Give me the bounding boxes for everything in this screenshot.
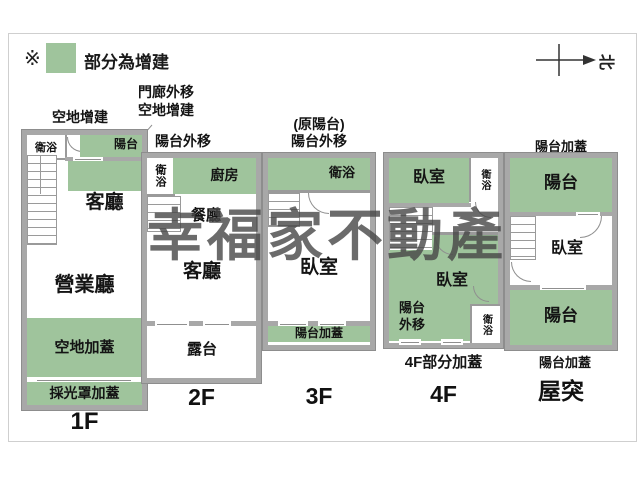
annotation-1f-above: 空地增建 bbox=[52, 109, 108, 125]
wall bbox=[389, 203, 471, 207]
room-4f-bathroom-bottom: 衛浴 bbox=[470, 304, 500, 343]
annotation-4f-below: 4F部分加蓋 bbox=[404, 354, 483, 371]
annotation-3f-above2: 陽台外移 bbox=[291, 133, 347, 149]
room-1f-living-label: 客廳 bbox=[85, 192, 124, 213]
room-3f-balcony-addition-label: 陽台加蓋 bbox=[294, 326, 343, 340]
stairs-3f bbox=[268, 193, 300, 227]
window bbox=[441, 339, 463, 345]
annotation-porch-callout: 門廊外移 空地增建 bbox=[138, 84, 214, 119]
room-rooftop-bedroom-label: 臥室 bbox=[550, 240, 583, 257]
room-2f-living-label: 客廳 bbox=[182, 261, 221, 282]
floor-label-2f: 2F bbox=[188, 384, 215, 410]
window bbox=[540, 285, 586, 290]
door-arc bbox=[511, 262, 531, 282]
room-rooftop-balcony-top-label: 陽台 bbox=[544, 173, 578, 192]
room-4f-balcony-moved-label: 陽台 外移 bbox=[391, 300, 433, 334]
room-3f-front-strip: 衛浴 bbox=[268, 158, 370, 190]
plan-rooftop: 陽台 臥室 陽台 bbox=[504, 152, 618, 351]
room-2f-dining-label: 餐廳 bbox=[190, 207, 221, 224]
legend-marker: ※ bbox=[24, 48, 41, 70]
annotation-rooftop-above: 陽台加蓋 bbox=[534, 139, 587, 154]
room-3f-balcony-addition: 陽台加蓋 bbox=[268, 326, 370, 342]
window bbox=[278, 321, 308, 326]
plan-3f: 衛浴 臥室 陽台加蓋 bbox=[262, 152, 376, 351]
floor-label-rooftop: 屋突 bbox=[538, 378, 584, 404]
annotation-rooftop-below: 陽台加蓋 bbox=[538, 355, 591, 370]
stairs-rooftop bbox=[510, 216, 536, 260]
annotation-porch-line1: 門廊外移 bbox=[138, 84, 194, 100]
stairs-2f bbox=[147, 196, 181, 232]
room-1f-balcony: 陽台 bbox=[80, 135, 142, 157]
wall bbox=[268, 190, 370, 193]
compass-north-label: 北 bbox=[597, 54, 615, 70]
room-2f-kitchen-label: 廚房 bbox=[210, 167, 239, 183]
annotation-3f-above1: (原陽台) bbox=[293, 116, 345, 132]
room-1f-business-hall-label: 營業廳 bbox=[54, 274, 115, 296]
compass-icon: 北 bbox=[536, 44, 615, 76]
floor-label-3f: 3F bbox=[305, 383, 333, 409]
window bbox=[73, 157, 103, 161]
window bbox=[318, 321, 346, 326]
room-rooftop-balcony-top: 陽台 bbox=[510, 158, 612, 212]
wall bbox=[469, 158, 471, 202]
annotation-2f-above: 陽台外移 bbox=[155, 133, 211, 149]
room-4f-bedroom-top: 臥室 bbox=[389, 158, 469, 203]
plan-1f: 衛浴 陽台 客廳 營業廳 空地加蓋 採光罩加蓋 bbox=[21, 129, 148, 411]
room-2f-kitchen: 廚房 bbox=[173, 158, 256, 194]
stairs-4f bbox=[389, 207, 433, 255]
room-4f-bedroom-top-label: 臥室 bbox=[412, 169, 445, 186]
window bbox=[576, 212, 600, 216]
window bbox=[203, 321, 231, 326]
room-1f-living-extension bbox=[68, 161, 142, 191]
room-4f-bedroom-bottom-left bbox=[389, 250, 432, 341]
annotation-porch-line2: 空地增建 bbox=[138, 101, 194, 118]
room-2f-terrace-label: 露台 bbox=[186, 341, 217, 358]
floor-label-4f: 4F bbox=[430, 381, 457, 407]
room-3f-bedroom-label: 臥室 bbox=[299, 257, 338, 278]
stairs-1f bbox=[27, 155, 57, 245]
watermark: 幸福家不動產 bbox=[147, 204, 507, 267]
room-1f-skylight-addition: 採光罩加蓋 bbox=[27, 382, 142, 405]
room-1f-skylight-addition-label: 採光罩加蓋 bbox=[49, 385, 120, 401]
wall bbox=[510, 212, 612, 216]
room-4f-bedroom-bottom-label: 臥室 bbox=[435, 272, 468, 289]
room-rooftop-balcony-bottom-label: 陽台 bbox=[544, 306, 578, 325]
room-3f-bathroom-label: 衛浴 bbox=[328, 165, 355, 180]
legend-label: 部分為增建 bbox=[84, 53, 169, 72]
window bbox=[35, 377, 133, 382]
room-4f-balcony-moved-line2: 外移 bbox=[398, 316, 425, 332]
room-rooftop-balcony-bottom: 陽台 bbox=[510, 290, 612, 345]
room-4f-balcony-moved-line1: 陽台 bbox=[398, 300, 425, 315]
legend-green-swatch bbox=[46, 43, 76, 73]
plan-4f: 臥室 衛浴 臥室 陽台 外移 衛浴 bbox=[383, 152, 504, 349]
plan-2f: 衛浴 廚房 餐廳 客廳 露台 bbox=[141, 152, 262, 384]
stairs-divider bbox=[40, 156, 41, 194]
window bbox=[155, 321, 189, 326]
wall bbox=[65, 157, 142, 161]
window bbox=[399, 339, 421, 345]
wall bbox=[147, 321, 256, 326]
wall bbox=[432, 232, 498, 235]
room-1f-yard-addition: 空地加蓋 bbox=[27, 318, 142, 377]
room-4f-bathroom-top: 衛浴 bbox=[471, 158, 498, 202]
room-2f-bathroom: 衛浴 bbox=[147, 158, 175, 196]
floor-label-1f: 1F bbox=[70, 408, 99, 435]
door-arc bbox=[580, 216, 602, 238]
room-1f-balcony-label: 陽台 bbox=[113, 137, 138, 151]
room-1f-yard-addition-label: 空地加蓋 bbox=[54, 339, 115, 356]
